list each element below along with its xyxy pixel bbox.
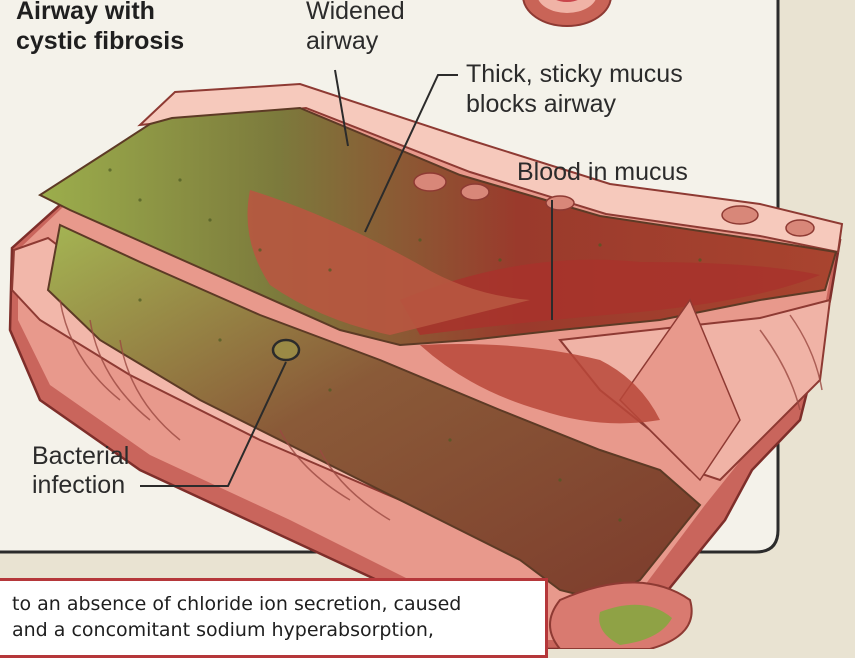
label-mucus-1: Thick, sticky mucus — [466, 60, 683, 88]
title-line-1: Airway with — [16, 0, 155, 25]
caption-line-1: to an absence of chloride ion secretion,… — [12, 591, 537, 617]
label-widened-airway-2: airway — [306, 27, 378, 55]
label-widened-airway-1: Widened — [306, 0, 405, 25]
label-blood-in-mucus: Blood in mucus — [517, 158, 688, 186]
label-bacterial-2: infection — [32, 471, 125, 499]
caption-line-2: and a concomitant sodium hyperabsorption… — [12, 617, 537, 643]
label-mucus-2: blocks airway — [466, 90, 616, 118]
bacterial-infection-spot — [273, 340, 299, 360]
title-line-2: cystic fibrosis — [16, 27, 184, 55]
label-bacterial-1: Bacterial — [32, 442, 129, 470]
caption-box: to an absence of chloride ion secretion,… — [0, 578, 548, 658]
